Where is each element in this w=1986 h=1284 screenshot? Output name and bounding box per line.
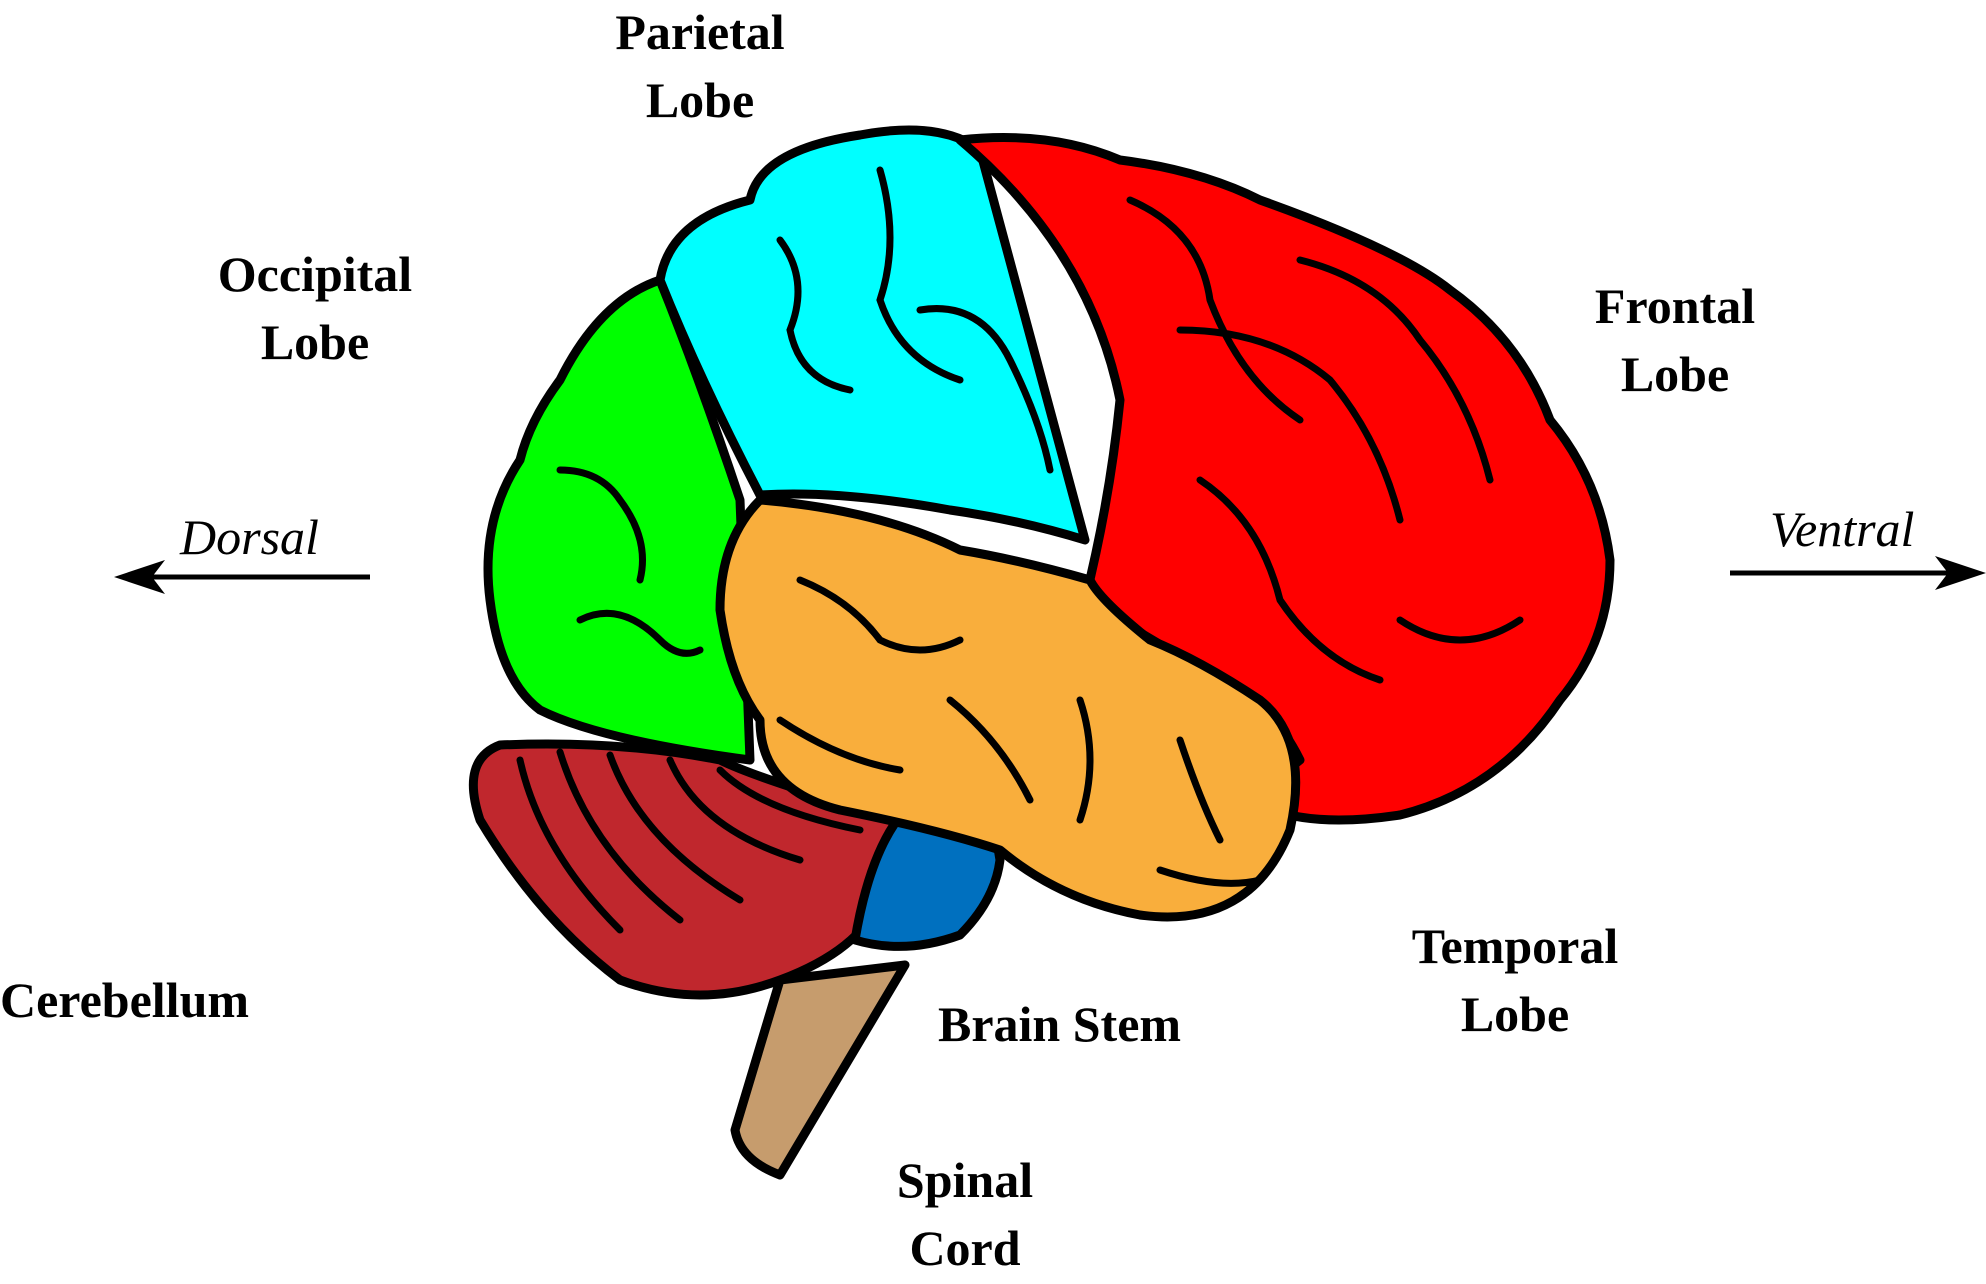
occipital-lobe-label: Occipital Lobe: [190, 240, 440, 376]
temporal-label-line1: Temporal: [1411, 918, 1619, 974]
temporal-lobe-region: [715, 495, 1301, 922]
cerebellum-label: Cerebellum: [0, 972, 250, 1028]
brain-stem-label: Brain Stem: [938, 996, 1182, 1052]
frontal-label-line1: Frontal: [1594, 278, 1756, 334]
parietal-label-line2: Lobe: [645, 72, 755, 128]
spinal-cord-label: Spinal Cord: [860, 1146, 1070, 1282]
occipital-lobe-region: [483, 275, 755, 765]
ventral-arrow: [1730, 556, 1986, 590]
frontal-lobe-label: Frontal Lobe: [1555, 272, 1795, 408]
parietal-label-line1: Parietal: [615, 4, 785, 60]
frontal-label-line2: Lobe: [1620, 346, 1730, 402]
frontal-lobe-region: [955, 133, 1615, 825]
spinal-label-line2: Cord: [909, 1220, 1021, 1276]
spinal-label-line1: Spinal: [896, 1152, 1034, 1208]
dorsal-label: Dorsal: [180, 509, 319, 565]
temporal-lobe-label: Temporal Lobe: [1380, 912, 1650, 1048]
dorsal-arrow: [114, 560, 370, 594]
parietal-lobe-label: Parietal Lobe: [570, 0, 830, 134]
spinal-cord-region: [730, 960, 910, 1180]
parietal-lobe-region: [655, 125, 1090, 545]
occipital-label-line2: Lobe: [260, 314, 370, 370]
temporal-label-line2: Lobe: [1460, 986, 1570, 1042]
ventral-label: Ventral: [1770, 501, 1915, 557]
occipital-label-line1: Occipital: [217, 246, 413, 302]
